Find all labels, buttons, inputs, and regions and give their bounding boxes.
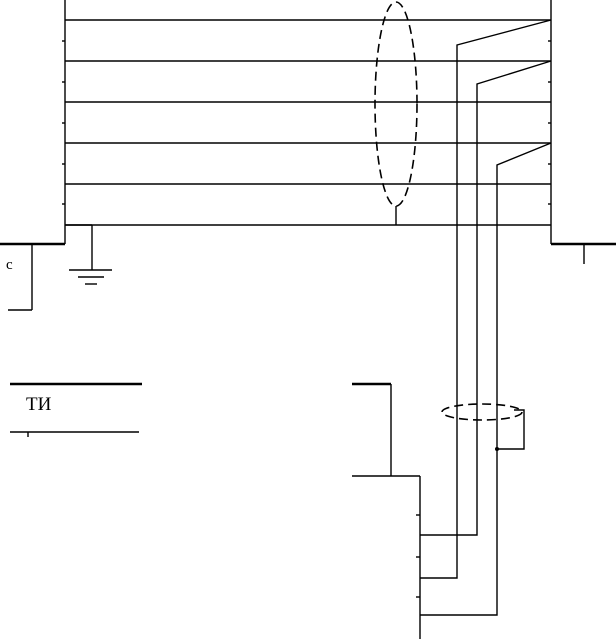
left-connector-block (0, 0, 66, 311)
shield-bundle-top (374, 1, 418, 207)
block-label-ti: ТИ (26, 394, 52, 415)
cut-off-label: с (6, 257, 13, 273)
shield-bundle-bottom (441, 403, 525, 451)
ti-block (10, 382, 142, 437)
right-pin-ticks (548, 40, 551, 205)
right-connector-block (548, 0, 616, 264)
branch-wires (420, 19, 552, 616)
ground-icon (65, 224, 112, 285)
bottom-terminal-block (352, 382, 421, 639)
left-pin-ticks (62, 40, 65, 205)
bus-wires (65, 19, 551, 226)
